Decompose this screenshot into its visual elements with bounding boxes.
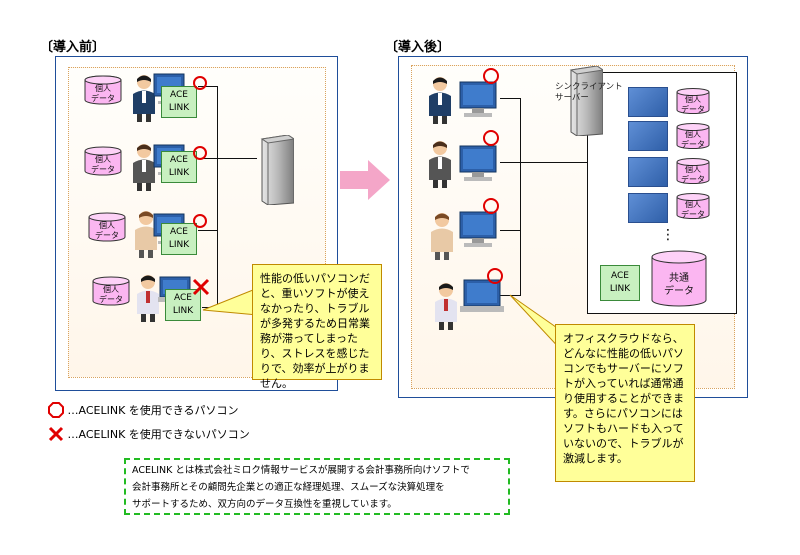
before-bus-line [217,86,218,308]
person-icon [428,212,456,264]
db-label: 個人 [95,155,111,164]
before-personal-db-2: 個人データ [84,146,122,176]
db-label: データ [91,94,115,103]
ok-mark-icon [193,214,207,228]
db-label: 個人 [685,200,701,209]
db-label: データ [681,140,705,149]
db-label: 共通 [669,273,689,284]
person-icon [432,282,460,334]
ok-mark-icon [487,268,503,284]
ok-mark-icon [483,68,499,84]
ok-mark-icon [483,198,499,214]
after-link-1 [500,98,521,99]
db-label: データ [681,175,705,184]
db-label: 個人 [99,221,115,230]
ng-mark-icon [48,426,64,442]
db-label: 個人 [685,95,701,104]
person-icon [134,274,162,326]
db-label: データ [99,295,123,304]
server-label-line: サーバー [555,93,589,103]
after-bus-line [520,98,521,296]
ace-label: LINK [609,284,631,294]
db-label: 個人 [685,165,701,174]
after-personal-db-4: 個人データ [676,193,710,219]
ace-label: ACE [174,293,192,303]
arrow-icon [340,160,390,204]
virtual-pc-tile-4 [628,193,668,223]
monitor-icon [456,80,500,124]
before-callout: 性能の低いパソコンだと、重いソフトが使えなかったり、トラブルが多発するため日常業… [252,264,382,390]
after-link-2 [500,162,521,163]
note-line-2: 会計事務所とその顧問先企業との適正な経理処理、スムーズな決算処理を [132,482,445,493]
ok-mark-icon [193,76,207,90]
after-callout: オフィスクラウドなら、どんなに性能の低いパソコンでもサーバーにソフトが入っていれ… [555,324,695,482]
ace-label: LINK [168,103,190,113]
ace-label: ACE [170,227,188,237]
ace-label: LINK [172,306,194,316]
before-personal-db-1: 個人データ [84,75,122,105]
legend-ok-text: …ACELINK を使用できるパソコン [67,404,239,417]
db-label: データ [664,286,694,297]
db-label: 個人 [95,84,111,93]
db-label: データ [681,105,705,114]
before-personal-db-3: 個人データ [88,212,126,242]
db-label: 個人 [685,130,701,139]
before-callout-pointer [202,287,259,316]
person-icon [130,143,158,195]
before-link-3 [198,230,218,231]
virtual-pc-tile-1 [628,87,668,117]
before-server-link [217,158,257,159]
monitor-icon [460,278,504,322]
person-icon [132,210,160,262]
after-personal-db-1: 個人データ [676,88,710,114]
before-title: 〔導入前〕 [40,40,106,55]
person-icon [426,76,454,128]
ok-mark-icon [193,146,207,160]
after-personal-db-3: 個人データ [676,158,710,184]
ng-mark-icon [192,278,210,296]
before-server-icon [256,134,296,209]
before-acelink-box-4: ACE LINK [165,289,201,321]
shared-db: 共通データ [651,250,707,308]
virtual-pc-tile-3 [628,157,668,187]
db-label: データ [681,210,705,219]
before-personal-db-4: 個人データ [92,276,130,306]
before-acelink-box-2: ACE LINK [161,151,197,183]
after-link-3 [500,230,521,231]
ace-label: LINK [168,240,190,250]
server-label: シンクライアント サーバー [555,82,635,104]
before-link-2 [198,158,218,159]
ok-mark-icon [48,402,64,418]
note-line-1: ACELINK とは株式会社ミロク情報サービスが展開する会計事務所向けソフトで [132,465,470,476]
legend-ng-row: …ACELINK を使用できないパソコン [48,426,250,442]
after-server-link [520,162,587,163]
before-acelink-box-3: ACE LINK [161,223,197,255]
ace-label: ACE [170,90,188,100]
acelink-note: ACELINK とは株式会社ミロク情報サービスが展開する会計事務所向けソフトで … [124,458,510,515]
db-label: データ [91,165,115,174]
before-link-1 [198,86,218,87]
before-acelink-box-1: ACE LINK [161,86,197,118]
db-label: 個人 [103,285,119,294]
after-acelink-box: ACE LINK [600,265,640,301]
after-title: 〔導入後〕 [385,40,451,55]
ace-label: ACE [170,155,188,165]
monitor-icon [456,144,500,188]
server-label-line: シンクライアント [555,82,623,92]
person-icon [130,74,158,126]
legend-ng-text: …ACELINK を使用できないパソコン [67,428,250,441]
after-personal-db-2: 個人データ [676,123,710,149]
person-icon [426,140,454,192]
ace-label: ACE [611,271,629,281]
ok-mark-icon [483,130,499,146]
db-label: データ [95,231,119,240]
monitor-icon [456,210,500,254]
more-dots: ⋮ [661,227,675,243]
note-line-3: サポートするため、双方向のデータ互換性を重視しています。 [132,499,397,510]
virtual-pc-tile-2 [628,121,668,151]
ace-label: LINK [168,168,190,178]
legend-ok-row: …ACELINK を使用できるパソコン [48,402,239,418]
